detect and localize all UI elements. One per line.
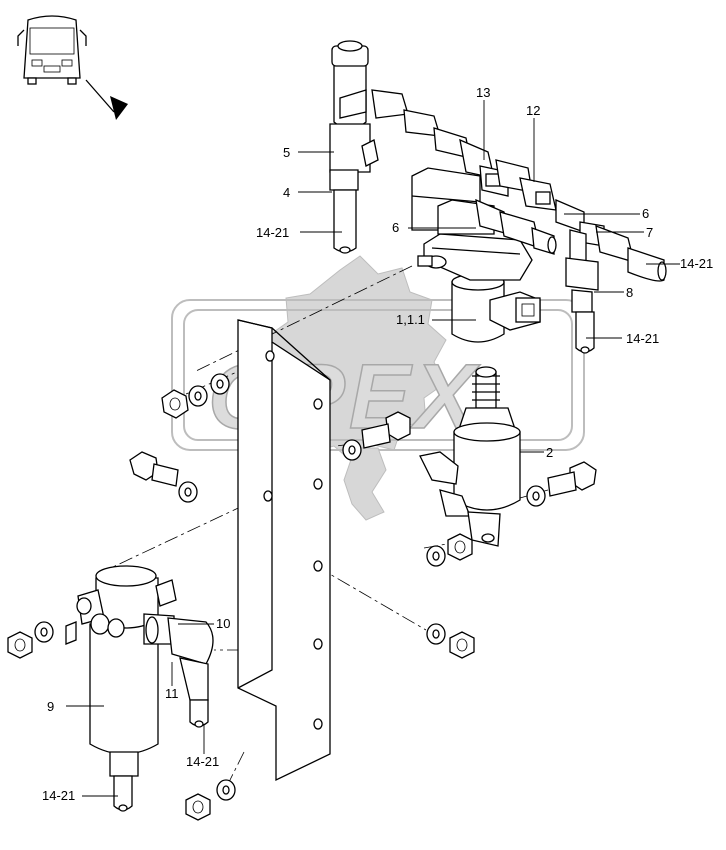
bracket-hole bbox=[313, 478, 323, 490]
nut-icon bbox=[161, 389, 189, 419]
solenoid-valve-1 bbox=[411, 167, 541, 343]
callout-14-21: 14-21 bbox=[626, 331, 659, 346]
callout-5: 5 bbox=[283, 145, 290, 160]
callout-14-21: 14-21 bbox=[42, 788, 75, 803]
callout-6: 6 bbox=[642, 206, 649, 221]
solenoid-valve-2 bbox=[419, 366, 521, 547]
washer-icon bbox=[188, 385, 208, 407]
callout-13: 13 bbox=[476, 85, 490, 100]
washer-icon bbox=[216, 779, 236, 801]
washer-icon bbox=[426, 623, 446, 645]
bolt-icon bbox=[129, 451, 179, 487]
valve-9 bbox=[65, 565, 214, 812]
bus-front-icon bbox=[17, 15, 87, 85]
callout-8: 8 bbox=[626, 285, 633, 300]
bracket-hole bbox=[313, 560, 323, 572]
nut-icon bbox=[7, 631, 33, 659]
callout-14-21: 14-21 bbox=[256, 225, 289, 240]
washer-icon bbox=[178, 481, 198, 503]
bracket-hole bbox=[263, 490, 273, 502]
callouts: 5 4 14-21 13 12 6 6 7 14-21 8 1,1.1 14-2… bbox=[42, 85, 713, 803]
bolt-icon bbox=[361, 411, 411, 449]
leader-lines bbox=[66, 100, 680, 797]
bracket-hole bbox=[313, 718, 323, 730]
callout-6: 6 bbox=[392, 220, 399, 235]
gear-watermark-lower-icon bbox=[343, 447, 387, 521]
fasteners bbox=[7, 373, 597, 821]
nut-icon bbox=[449, 631, 475, 659]
callout-9: 9 bbox=[47, 699, 54, 714]
callout-14-21: 14-21 bbox=[680, 256, 713, 271]
callout-2: 2 bbox=[546, 445, 553, 460]
bracket-hole bbox=[265, 350, 275, 362]
washer-icon bbox=[210, 373, 230, 395]
callout-11: 11 bbox=[165, 686, 179, 701]
mounting-bracket bbox=[237, 319, 331, 782]
callout-4: 4 bbox=[283, 185, 290, 200]
washer-icon bbox=[426, 545, 446, 567]
washer-icon bbox=[34, 621, 54, 643]
nut-icon bbox=[447, 533, 473, 561]
nut-icon bbox=[185, 793, 211, 821]
callout-1-1-1: 1,1.1 bbox=[396, 312, 425, 327]
callout-7: 7 bbox=[646, 225, 653, 240]
washer-icon bbox=[526, 485, 546, 507]
bracket-hole bbox=[313, 638, 323, 650]
callout-14-21: 14-21 bbox=[186, 754, 219, 769]
callout-10: 10 bbox=[216, 616, 230, 631]
arrow-icon bbox=[85, 79, 128, 120]
bracket-hole bbox=[313, 398, 323, 410]
bolt-icon bbox=[547, 461, 597, 497]
piping-assembly bbox=[329, 40, 667, 354]
washer-icon bbox=[342, 439, 362, 461]
callout-12: 12 bbox=[526, 103, 540, 118]
